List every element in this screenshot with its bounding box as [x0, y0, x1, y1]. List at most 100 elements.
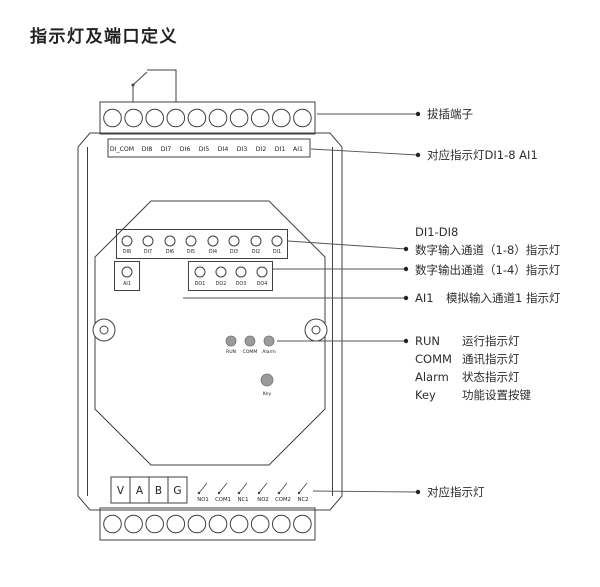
annotation-do-desc: 数字输出通道（1-4）指示灯 — [415, 263, 561, 277]
do-led-label: DO4 — [257, 281, 268, 287]
relay-terminal-label: NC1 — [237, 497, 248, 503]
screw-terminal — [293, 514, 312, 534]
mounting-holes — [92, 318, 328, 342]
key-button-label: Key — [263, 391, 272, 397]
port-label: DI1 — [275, 146, 286, 153]
di-led-label: DI3 — [230, 249, 238, 255]
relay-terminal-label: COM2 — [275, 497, 291, 503]
screw-terminal — [272, 108, 291, 128]
do-led-box — [188, 261, 273, 291]
do2-led — [215, 266, 227, 278]
di-led-label: DI4 — [209, 249, 217, 255]
key-button — [260, 373, 274, 387]
annotations: 拔插端子 对应指示灯DI1-8 AI1 DI1-DI8 数字输入通道（1-8）指… — [415, 107, 561, 499]
di5-led — [185, 235, 197, 247]
run-led-label: RUN — [226, 349, 236, 355]
port-label: DI6 — [180, 146, 191, 153]
screw-terminal — [166, 108, 186, 128]
di-led-row: DI8 DI7 DI6 DI5 DI4 DI3 DI2 DI1 — [121, 235, 283, 255]
di-led-label: DI6 — [166, 249, 174, 255]
port-label: DI8 — [142, 146, 153, 153]
screw-terminal — [293, 108, 312, 128]
di2-led — [250, 235, 262, 247]
screw-terminal — [208, 108, 228, 128]
di-led-label: DI8 — [123, 249, 131, 255]
relay-contact-symbols — [197, 482, 308, 495]
power-terminal-label: V — [117, 485, 125, 497]
annotation-run-desc: 运行指示灯 — [462, 334, 520, 348]
top-screw-terminals — [103, 108, 312, 128]
leader-dot — [415, 489, 421, 495]
do4-led — [256, 266, 268, 278]
annotation-alarm-term: Alarm — [415, 370, 449, 384]
comm-led-label: COMM — [243, 349, 258, 355]
screw-terminal — [187, 514, 207, 534]
do1-led — [194, 266, 206, 278]
di8-led — [121, 235, 133, 247]
annotation-comm-desc: 通讯指示灯 — [462, 352, 520, 366]
leader-dot — [403, 266, 409, 272]
page-title: 指示灯及端口定义 — [30, 27, 178, 47]
annotation-plug-terminal: 拔插端子 — [427, 107, 473, 121]
bottom-screw-terminals — [103, 514, 312, 534]
screw-terminal — [250, 514, 270, 534]
power-terminal-label: A — [136, 485, 144, 497]
dry-contact-switch-symbol — [131, 69, 177, 102]
leader-dot — [403, 338, 409, 344]
port-label: DI3 — [237, 146, 248, 153]
di7-led — [142, 235, 154, 247]
port-label: DI2 — [256, 146, 267, 153]
screw-terminal — [145, 514, 164, 534]
di4-led — [207, 235, 219, 247]
key-button-group: Key — [260, 373, 274, 397]
leader-dot — [403, 246, 409, 252]
screw-terminal — [208, 514, 228, 534]
status-led-group: RUN COMM Alarm — [225, 335, 276, 355]
annotation-key-desc: 功能设置按键 — [462, 388, 531, 402]
bottom-terminal-block — [99, 507, 316, 541]
mounting-hole-center — [311, 325, 321, 335]
module-case — [77, 132, 343, 511]
annotation-run-term: RUN — [415, 334, 440, 348]
di-led-box — [116, 229, 288, 259]
device-body — [77, 69, 343, 541]
annotation-top-indicator: 对应指示灯DI1-8 AI1 — [427, 148, 538, 162]
relay-terminal-label: COM1 — [215, 497, 231, 503]
do3-led — [235, 266, 247, 278]
screw-terminal — [229, 514, 249, 534]
annotation-comm-term: COMM — [415, 352, 452, 366]
di-led-label: DI7 — [144, 249, 152, 255]
screw-terminal — [166, 514, 186, 534]
ai-led-label: AI1 — [123, 281, 131, 287]
power-terminal-label: G — [173, 485, 181, 497]
leader-dot — [415, 111, 421, 117]
do-led-label: DO2 — [216, 281, 227, 287]
di3-led — [228, 235, 240, 247]
leader-dot — [403, 295, 409, 301]
annotation-leaders — [183, 111, 421, 495]
screw-terminal — [145, 108, 164, 128]
alarm-led-label: Alarm — [262, 349, 276, 355]
port-labels: DI_COM DI8 DI7 DI6 DI5 DI4 DI3 DI2 DI1 A… — [110, 146, 303, 153]
di-led-label: DI2 — [252, 249, 260, 255]
di1-led — [271, 235, 283, 247]
annotation-ai-term: AI1 — [415, 291, 434, 305]
run-led — [225, 335, 237, 347]
do-led-label: DO1 — [195, 281, 206, 287]
annotation-di-desc: 数字输入通道（1-8）指示灯 — [415, 243, 561, 257]
port-label-strip — [107, 138, 311, 158]
octagon-face — [94, 200, 326, 466]
ai-led-group: AI1 — [121, 266, 133, 287]
port-label: DI_COM — [110, 146, 134, 153]
top-terminal-block — [99, 101, 316, 135]
annotation-bottom-indicator: 对应指示灯 — [427, 485, 485, 499]
screw-terminal — [187, 108, 207, 128]
mounting-hole-center — [99, 325, 109, 335]
do-led-row: DO1 DO2 DO3 DO4 — [194, 266, 268, 287]
screw-terminal — [124, 514, 143, 534]
relay-terminal-label: NO2 — [257, 497, 269, 503]
screw-terminal — [124, 108, 143, 128]
do-led-label: DO3 — [236, 281, 247, 287]
annotation-di-range: DI1-DI8 — [415, 225, 458, 239]
